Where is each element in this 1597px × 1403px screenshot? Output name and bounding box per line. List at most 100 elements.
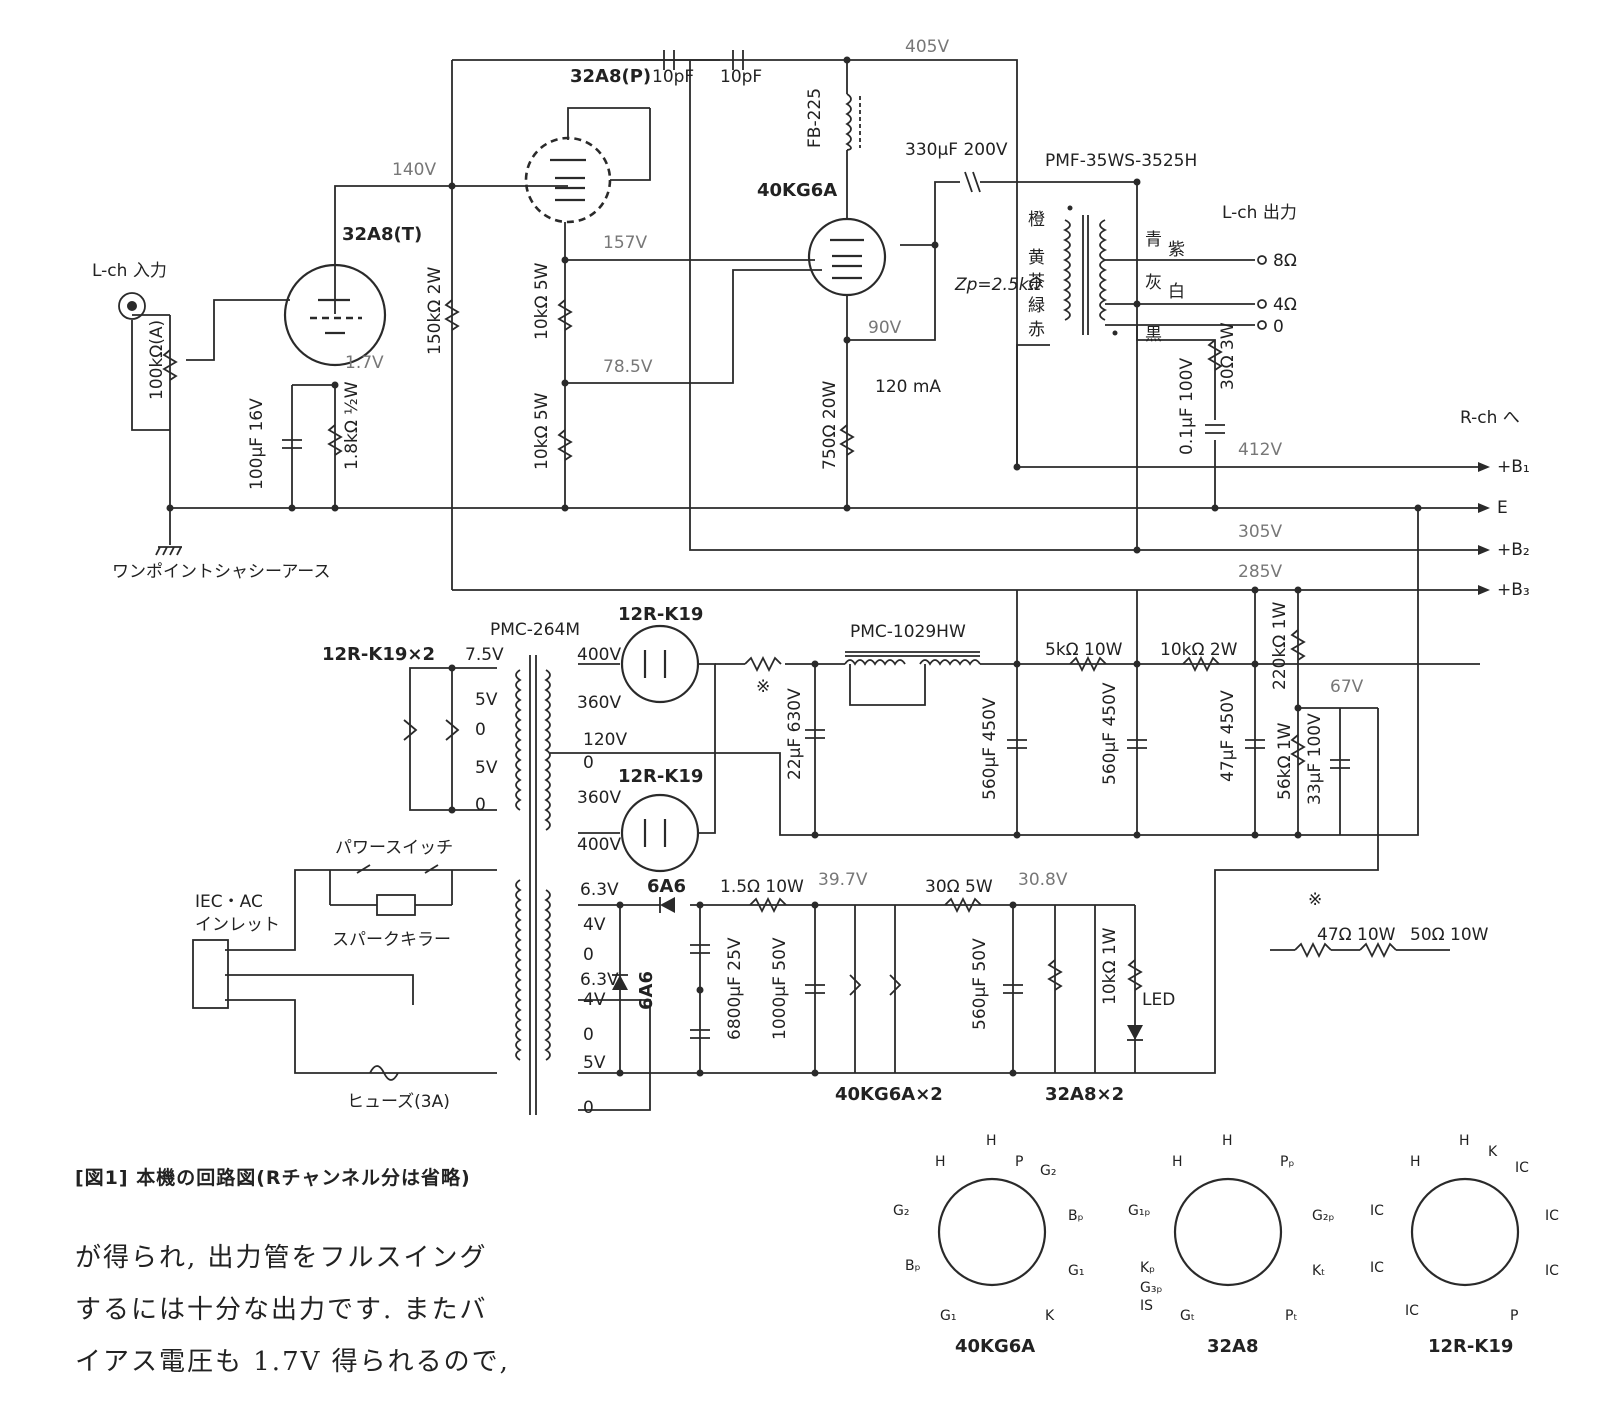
label-ot-green: 緑	[1028, 296, 1045, 316]
pt-tap-400b: 400V	[577, 835, 621, 855]
pt-h-75: 7.5V	[465, 645, 504, 665]
voltage-397: 39.7V	[818, 870, 868, 890]
psu-junctions	[448, 660, 1302, 1077]
pt-4a: 4V	[583, 915, 606, 935]
label-r-18k: 1.8kΩ ½W	[342, 381, 362, 470]
label-zp: Zp=2.5kΩ	[954, 275, 1042, 295]
label-note-mark: ※	[756, 677, 770, 697]
label-r-56k: 56kΩ 1W	[1275, 722, 1295, 800]
svg-text:IC: IC	[1405, 1303, 1419, 1319]
output-transformer	[1062, 205, 1118, 336]
label-cap-10pf-b: 10pF	[720, 67, 762, 87]
svg-text:K: K	[1488, 1144, 1498, 1160]
label-ot-purple: 紫	[1168, 240, 1185, 260]
svg-text:G₁ₚ: G₁ₚ	[1128, 1203, 1150, 1219]
svg-text:Pₚ: Pₚ	[1280, 1154, 1294, 1170]
pinout-40kg6a: H H P G₂ G₂ Bₚ Bₚ G₁ G₁ K 40KG6A	[893, 1133, 1084, 1357]
label-ot-red: 赤	[1028, 320, 1045, 340]
label-rch: R-ch へ	[1460, 408, 1520, 428]
label-lch-out: L-ch 出力	[1222, 203, 1297, 223]
label-ot-yellow: 黄	[1028, 248, 1045, 268]
label-r-30-5w: 30Ω 5W	[925, 877, 993, 897]
svg-text:G₁: G₁	[940, 1308, 956, 1324]
pt-63a: 6.3V	[580, 880, 619, 900]
label-rect-x2: 12R-K19×2	[322, 644, 435, 665]
label-ground-note: ワンポイントシャシーアース	[112, 562, 330, 582]
svg-text:H: H	[1222, 1133, 1233, 1149]
amp-wiring	[131, 59, 1480, 1074]
label-cap-47uf: 47μF 450V	[1218, 690, 1238, 782]
chassis-ground-icon	[155, 546, 182, 556]
label-heater-32a8: 32A8×2	[1045, 1084, 1124, 1105]
voltage-412: 412V	[1238, 440, 1282, 460]
pt-h-0a: 0	[475, 720, 486, 740]
tube-32a8p	[524, 136, 612, 224]
input-jack[interactable]	[118, 292, 146, 320]
label-r-10k-b: 10kΩ 5W	[532, 392, 552, 470]
label-cap-01uf: 0.1μF 100V	[1177, 358, 1197, 455]
svg-text:Kₚ: Kₚ	[1140, 1260, 1155, 1276]
pinout-name-12rk19: 12R-K19	[1428, 1336, 1513, 1357]
label-cap-33uf: 33μF 100V	[1305, 713, 1325, 805]
pinout-12rk19: H H K IC IC IC IC IC IC P 12R-K19	[1370, 1133, 1559, 1357]
voltage-140: 140V	[392, 160, 436, 180]
tube-32a8t	[283, 263, 387, 367]
output-terminals[interactable]	[1257, 255, 1267, 330]
svg-text:IC: IC	[1515, 1160, 1529, 1176]
label-r-10k-1w: 10kΩ 1W	[1100, 927, 1120, 1005]
label-cap-6800: 6800μF 25V	[725, 937, 745, 1040]
pt-tap-120: 120V	[583, 730, 627, 750]
label-cap-10pf-a: 10pF	[652, 67, 694, 87]
svg-text:IC: IC	[1545, 1208, 1559, 1224]
schematic-labels: 32A8(P) 10pF 10pF 405V FB-225 330μF 200V…	[92, 37, 1530, 1118]
label-cap-330uf: 330μF 200V	[905, 140, 1008, 160]
label-spark-killer: スパークキラー	[332, 930, 451, 950]
label-b3: +B₃	[1497, 580, 1530, 600]
label-rect-bot: 12R-K19	[618, 766, 703, 787]
label-ot-blue: 青	[1145, 230, 1162, 250]
label-r-30: 30Ω 3W	[1218, 322, 1238, 390]
pt-tap-400a: 400V	[577, 645, 621, 665]
label-diode-6a6-top: 6A6	[647, 876, 686, 897]
label-r-150k: 150kΩ 2W	[425, 266, 445, 355]
label-r-10k-a: 10kΩ 5W	[532, 262, 552, 340]
voltage-67: 67V	[1330, 677, 1364, 697]
label-power-switch: パワースイッチ	[335, 838, 453, 858]
svg-text:G₂: G₂	[893, 1203, 909, 1219]
svg-text:Bₚ: Bₚ	[1068, 1208, 1084, 1224]
label-cap-560-b: 560μF 450V	[1100, 682, 1120, 785]
pinout-name-32a8: 32A8	[1207, 1336, 1259, 1357]
pt-5v: 5V	[583, 1053, 606, 1073]
svg-text:Gₜ: Gₜ	[1180, 1308, 1195, 1324]
label-note-mark2: ※	[1308, 890, 1322, 910]
label-ot-gray: 灰	[1145, 273, 1162, 293]
label-cap-22uf: 22μF 630V	[785, 688, 805, 780]
svg-text:P: P	[1510, 1308, 1518, 1324]
voltage-308: 30.8V	[1018, 870, 1068, 890]
psu-components	[192, 629, 1450, 1081]
label-ot-orange: 橙	[1028, 210, 1045, 230]
pinout-name-40kg6a: 40KG6A	[955, 1336, 1035, 1357]
label-vol-100k: 100kΩ(A)	[147, 320, 167, 400]
svg-text:G₁: G₁	[1068, 1263, 1084, 1279]
pt-tap-360b: 360V	[577, 788, 621, 808]
label-note-r50: 50Ω 10W	[1410, 925, 1489, 945]
label-r-750: 750Ω 20W	[820, 381, 840, 470]
label-ot-black: 黒	[1145, 325, 1162, 345]
label-note-r47: 47Ω 10W	[1317, 925, 1396, 945]
label-current: 120 mA	[875, 377, 941, 397]
pt-0c: 0	[583, 1098, 594, 1118]
svg-text:H: H	[1459, 1133, 1470, 1149]
svg-text:H: H	[986, 1133, 997, 1149]
capacitors	[282, 50, 1225, 449]
label-choke-fb225: FB-225	[805, 88, 825, 148]
resistors	[162, 299, 1223, 461]
rail-arrows	[1478, 462, 1490, 595]
label-e: E	[1497, 498, 1508, 518]
label-fuse: ヒューズ(3A)	[347, 1092, 450, 1112]
label-cap-560-a: 560μF 450V	[980, 697, 1000, 800]
label-iec: IEC・AC	[195, 892, 263, 912]
svg-text:IC: IC	[1545, 1263, 1559, 1279]
svg-text:P: P	[1015, 1154, 1023, 1170]
